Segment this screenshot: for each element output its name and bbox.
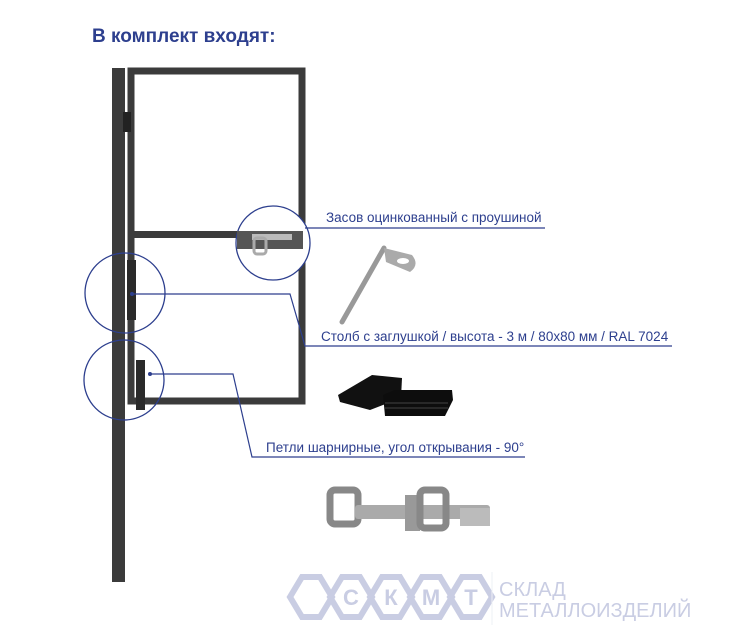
hinge-top bbox=[123, 112, 131, 132]
logo-letter: Т bbox=[464, 585, 478, 610]
hinge-product-image bbox=[326, 486, 490, 532]
hinge-leader bbox=[150, 373, 525, 458]
logo-text: СКЛАД МЕТАЛЛОИЗДЕЛИЙ bbox=[499, 580, 691, 622]
latch-product-image bbox=[339, 245, 416, 325]
post-callout-circle bbox=[84, 252, 166, 334]
latch-detail bbox=[235, 205, 311, 281]
logo-letter: С bbox=[343, 585, 359, 610]
gate-crossbar bbox=[131, 231, 302, 238]
hinges-label: Петли шарнирные, угол открывания - 90° bbox=[266, 440, 525, 455]
logo-letter: К bbox=[384, 585, 398, 610]
post-label: Столб с заглушкой / высота - 3 м / 80х80… bbox=[321, 329, 669, 344]
logo-line2: МЕТАЛЛОИЗДЕЛИЙ bbox=[499, 600, 692, 622]
post-leader bbox=[132, 293, 672, 347]
logo-letter: М bbox=[422, 585, 440, 610]
section-title: В комплект входят: bbox=[92, 26, 276, 47]
latch-label: Засов оцинкованный с проушиной bbox=[326, 210, 542, 225]
hinge-low bbox=[136, 360, 145, 410]
post-caps-image bbox=[338, 375, 453, 416]
post bbox=[112, 68, 125, 582]
hinge-mid bbox=[127, 260, 136, 320]
logo-line1: СКЛАД bbox=[499, 579, 566, 601]
hinge-callout-circle bbox=[83, 339, 165, 421]
